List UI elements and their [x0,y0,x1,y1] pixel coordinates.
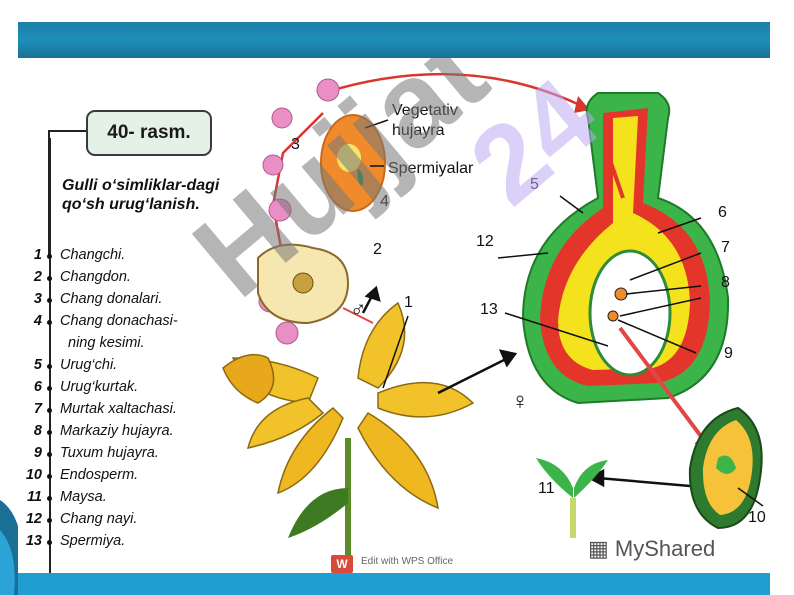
legend-item: 6 Urug‘kurtak. [18,379,238,401]
legend-number: 10 [25,467,42,483]
presentation-icon: ▦ [588,536,609,561]
legend-bullet [47,254,52,259]
header-band [18,22,770,58]
legend-text: Tuxum hujayra. [60,445,159,461]
seedling [536,458,608,538]
figure-number-box: 40- rasm. [86,110,212,156]
legend-number: 6 [33,379,42,395]
legend-number: 3 [33,291,42,307]
legend-bullet [47,496,52,501]
legend-bullet [47,408,52,413]
label-8: 8 [721,274,730,291]
legend-text: Chang nayi. [60,511,138,527]
legend-item: 13 Spermiya. [18,533,238,555]
label-1: 1 [404,294,413,311]
label-spermiyalar: Spermiyalar [388,160,474,177]
legend-number: 2 [33,269,42,285]
legend-text: Spermiya. [60,533,126,549]
legend-bullet [47,430,52,435]
legend-bullet [47,276,52,281]
label-13: 13 [480,301,498,318]
legend-text: Murtak xaltachasi. [60,401,177,417]
logo-text: MyShared [614,536,716,561]
legend-number: 11 [26,489,42,505]
legend-item: ning kesimi. [18,335,238,357]
myshared-logo: ▦ MyShared [588,536,715,562]
legend-text: Urug‘kurtak. [60,379,139,395]
black-arrows [361,285,691,488]
legend-item: 9 Tuxum hujayra. [18,445,238,467]
lily-flower [222,301,475,573]
legend-text: Endosperm. [60,467,139,483]
legend-number: 4 [33,313,42,329]
legend-text: Markaziy hujayra. [60,423,174,439]
legend-text: Urug‘chi. [60,357,118,373]
legend-text: Chang donalari. [60,291,163,307]
label-hujayra: hujayra [392,122,445,139]
legend-bullet [47,518,52,523]
legend-text: ning kesimi. [68,335,145,351]
legend-text: Changdon. [60,269,131,285]
legend-number: 1 [33,247,42,263]
wps-icon: W [331,555,353,573]
wps-text: Edit with WPS Office [361,556,454,567]
label-vegetativ: Vegetativ [392,102,458,119]
legend-item: 3 Chang donalari. [18,291,238,313]
legend-item: 12 Chang nayi. [18,511,238,533]
label-4: 4 [380,193,389,210]
legend-item: 10 Endosperm. [18,467,238,489]
legend-number: 7 [33,401,42,417]
legend-bullet [47,298,52,303]
label-6: 6 [718,204,727,221]
pollen-cross-section [320,114,389,212]
legend-bullet [47,540,52,545]
legend-text: Maysa. [60,489,107,505]
label-11: 11 [538,480,555,497]
legend-number: 9 [33,445,42,461]
legend-item: 8 Markaziy hujayra. [18,423,238,445]
seed [688,406,763,530]
figure-title: Gulli o‘simliklar-dagi qo‘sh urug‘lanish… [62,177,220,213]
legend-bullet [47,474,52,479]
label-7: 7 [721,239,730,256]
legend-number: 12 [25,511,42,527]
legend-line [49,138,51,573]
legend-item: 7 Murtak xaltachasi. [18,401,238,423]
left-decoration [0,500,23,595]
legend-text: Chang donachasi- [60,313,178,329]
label-12: 12 [476,233,494,250]
leader-lines [382,195,764,507]
legend-item: 4 Chang donachasi- [18,313,238,335]
legend-number: 5 [33,357,42,373]
legend-item: 5 Urug‘chi. [18,357,238,379]
legend-number: 8 [33,423,42,439]
label-2: 2 [373,241,382,258]
legend-item: 2 Changdon. [18,269,238,291]
pistil-section [521,92,730,405]
male-symbol: ♂ [350,296,367,321]
label-9: 9 [724,345,733,362]
legend-text: Changchi. [60,247,126,263]
legend-bullet [47,320,52,325]
legend-item: 11 Maysa. [18,489,238,511]
legend-item: 1 Changchi. [18,247,238,269]
legend-bullet [47,452,52,457]
fertilization-diagram [222,72,764,573]
anther-cross-section [257,243,350,325]
female-symbol: ♀ [511,388,529,415]
legend-number: 13 [25,533,42,549]
footer-band [18,573,770,595]
legend-bullet [47,386,52,391]
legend-bullet [47,364,52,369]
slide: 40- rasm. Gulli o‘simliklar-dagi qo‘sh u… [18,58,770,573]
label-3: 3 [291,136,300,153]
label-5: 5 [530,176,539,193]
label-10: 10 [748,509,766,526]
